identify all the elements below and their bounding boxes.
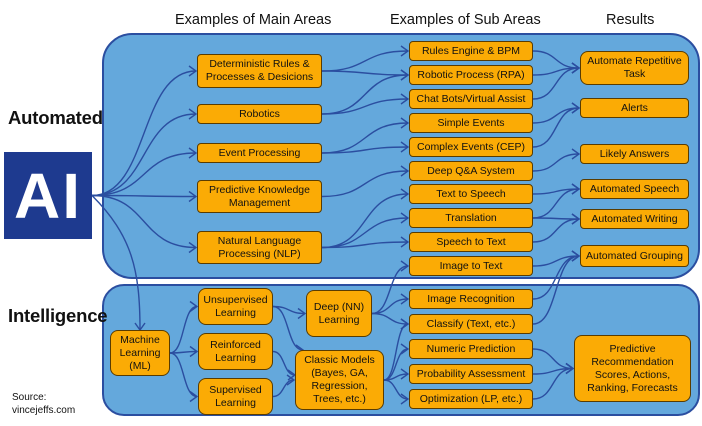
main-area-event-processing: Event Processing [197, 143, 322, 163]
sub-area-speech-to-text: Speech to Text [409, 232, 533, 252]
classic-models: Classic Models (Bayes, GA, Regression, T… [295, 350, 384, 410]
result-automated-speech: Automated Speech [580, 179, 689, 199]
main-area-predictive-knowledge: Predictive Knowledge Management [197, 180, 322, 213]
intelligence-label: Intelligence [8, 305, 108, 326]
sub-area-complex-events: Complex Events (CEP) [409, 137, 533, 157]
sub-area-translation: Translation [409, 208, 533, 228]
sub-area-chat-bots: Chat Bots/Virtual Assist [409, 89, 533, 109]
sub-area-optimization: Optimization (LP, etc.) [409, 389, 533, 409]
header-main-areas: Examples of Main Areas [175, 12, 332, 28]
sub-area-classify: Classify (Text, etc.) [409, 314, 533, 334]
result-likely-answers: Likely Answers [580, 144, 689, 164]
sub-area-image-to-text: Image to Text [409, 256, 533, 276]
automated-label: Automated [8, 107, 103, 128]
source-label: Source: [12, 392, 47, 403]
result-alerts: Alerts [580, 98, 689, 118]
sub-area-image-recognition: Image Recognition [409, 289, 533, 309]
unsupervised-learning: Unsupervised Learning [198, 288, 273, 325]
ai-logo: AI [4, 152, 92, 239]
result-automated-grouping: Automated Grouping [580, 245, 689, 267]
header-sub-areas: Examples of Sub Areas [390, 12, 541, 28]
sub-area-numeric-prediction: Numeric Prediction [409, 339, 533, 359]
source-note: Source: vincejeffs.com [12, 391, 75, 417]
main-area-robotics: Robotics [197, 104, 322, 124]
source-url: vincejeffs.com [12, 405, 76, 416]
sub-area-deep-qa: Deep Q&A System [409, 161, 533, 181]
main-area-deterministic-rules: Deterministic Rules & Processes & Desici… [197, 54, 322, 88]
sub-area-rpa: Robotic Process (RPA) [409, 65, 533, 85]
machine-learning: Machine Learning (ML) [110, 330, 170, 376]
sub-area-probability-assessment: Probability Assessment [409, 364, 533, 384]
header-results: Results [606, 12, 655, 28]
sub-area-simple-events: Simple Events [409, 113, 533, 133]
reinforced-learning: Reinforced Learning [198, 333, 273, 370]
result-automate-repetitive-task: Automate Repetitive Task [580, 51, 689, 85]
deep-nn-learning: Deep (NN) Learning [306, 290, 372, 337]
result-automated-writing: Automated Writing [580, 209, 689, 229]
result-predictive-recommendation: Predictive Recommendation Scores, Action… [574, 335, 691, 402]
sub-area-rules-engine: Rules Engine & BPM [409, 41, 533, 61]
supervised-learning: Supervised Learning [198, 378, 273, 415]
main-area-nlp: Natural Language Processing (NLP) [197, 231, 322, 264]
sub-area-text-to-speech: Text to Speech [409, 184, 533, 204]
